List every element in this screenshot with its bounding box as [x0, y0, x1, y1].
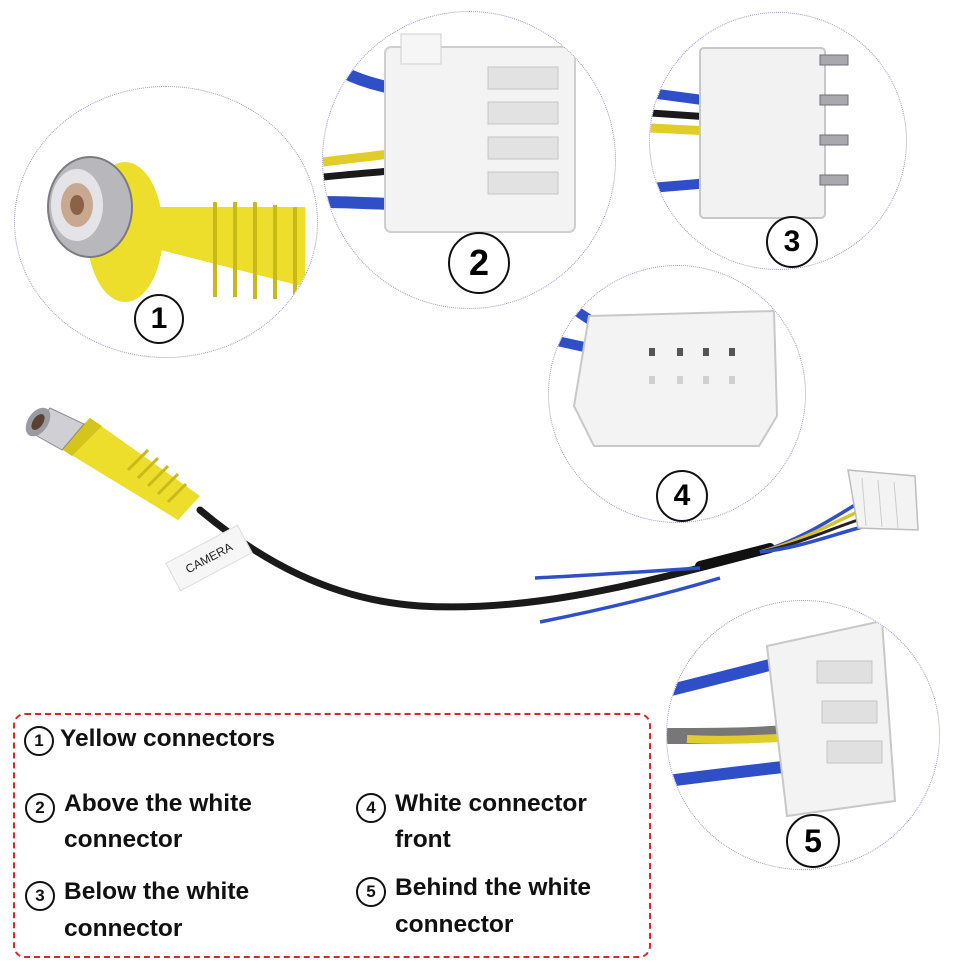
legend-text-4a: White connector — [395, 790, 587, 817]
legend-box — [13, 713, 651, 958]
legend-text-2a: Above the white — [64, 790, 252, 817]
legend-text-1: Yellow connectors — [60, 725, 276, 752]
legend-number-4: 4 — [356, 793, 386, 823]
callout-number-3: 3 — [766, 216, 818, 268]
legend-number-3: 3 — [25, 881, 55, 911]
callout-number-2: 2 — [448, 232, 510, 294]
detail-circle-4 — [548, 265, 806, 523]
rca-plug — [25, 407, 200, 520]
detail-circle-3 — [649, 12, 907, 270]
legend-number-1: 1 — [24, 726, 54, 756]
detail-circle-5 — [666, 600, 940, 870]
legend-number-2: 2 — [25, 793, 55, 823]
legend-number-5: 5 — [356, 877, 386, 907]
callout-number-1: 1 — [134, 294, 184, 344]
detail-circle-1 — [14, 86, 318, 358]
callout-number-5: 5 — [786, 814, 840, 868]
black-cable — [196, 506, 764, 611]
callout-number-4: 4 — [656, 470, 708, 522]
legend-text-3b: connector — [64, 915, 183, 942]
small-white-connector — [847, 469, 919, 531]
legend-text-3a: Below the white — [64, 878, 250, 905]
legend-text-4b: front — [395, 826, 451, 853]
legend-text-2b: connector — [64, 826, 183, 853]
legend-text-5b: connector — [395, 911, 514, 938]
legend-text-5a: Behind the white — [395, 874, 591, 901]
